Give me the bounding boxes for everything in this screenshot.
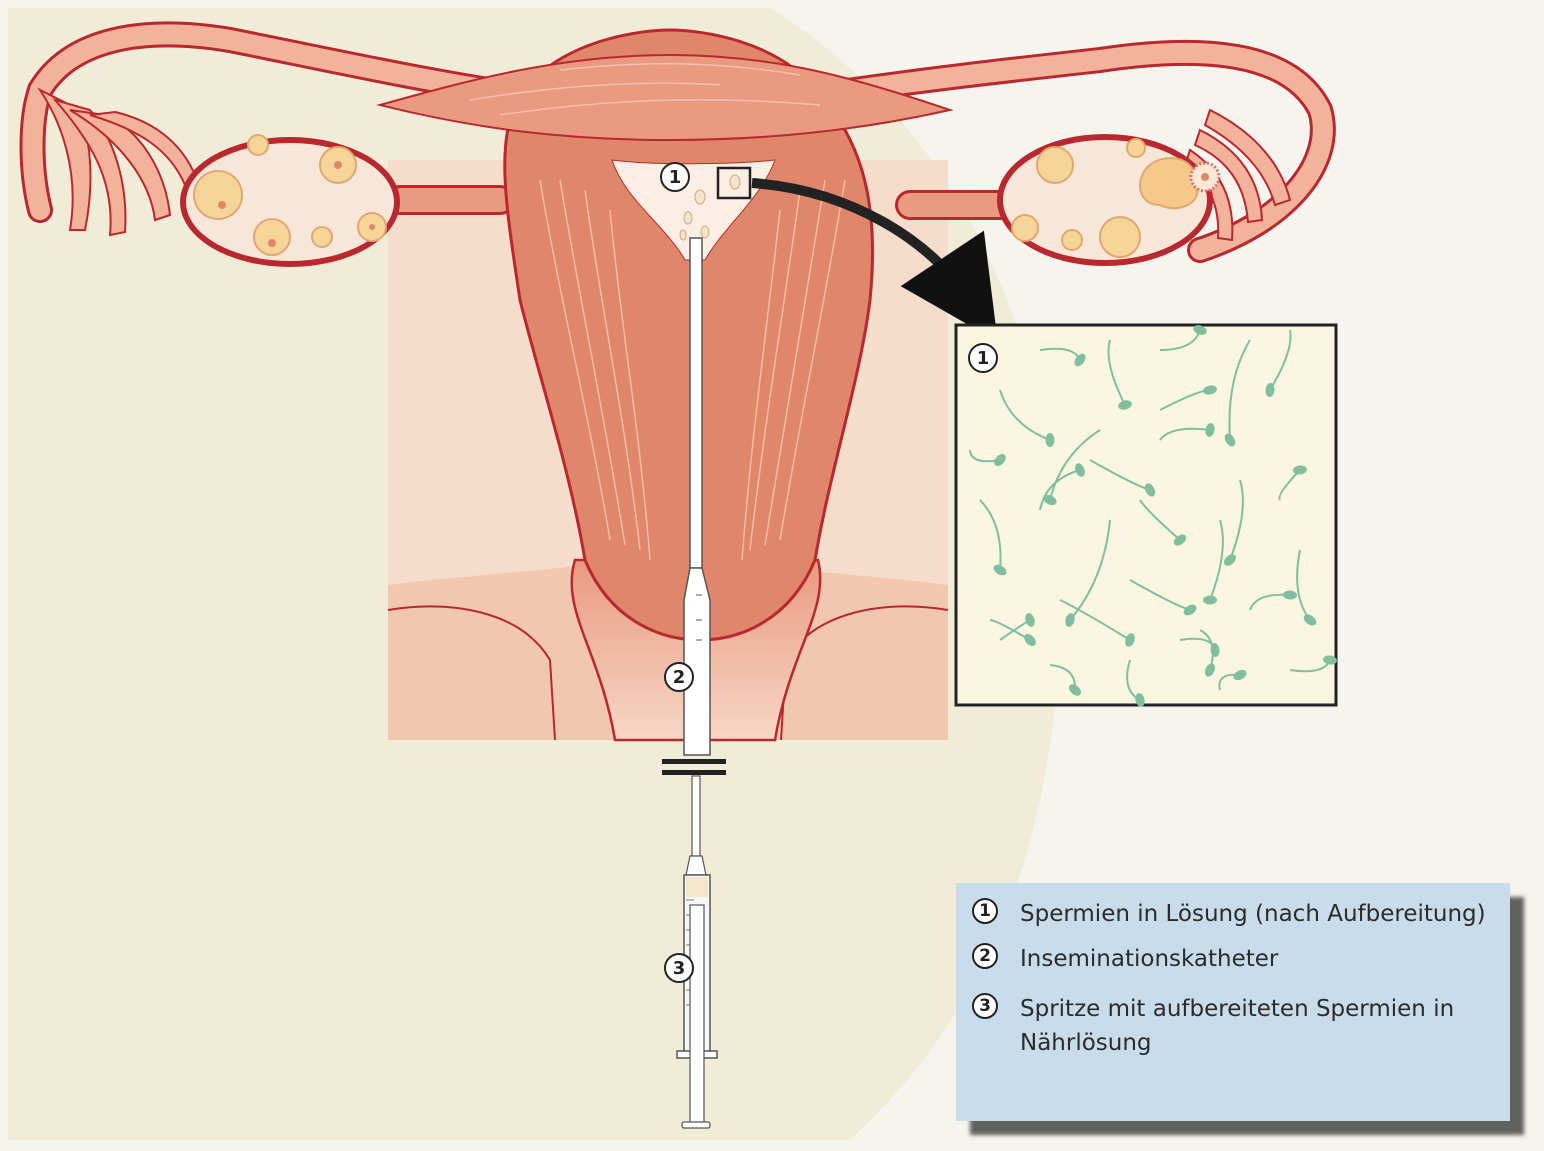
legend-text-2: Inseminationskatheter	[1020, 942, 1490, 976]
legend-box: 1 Spermien in Lösung (nach Aufbereitung)…	[956, 883, 1510, 1121]
marker-3-label: 3	[673, 958, 686, 979]
legend-text-3: Spritze mit aufbereiteten Spermien in Nä…	[1020, 992, 1490, 1060]
marker-2-label: 2	[673, 667, 686, 688]
legend-item-3: 3 Spritze mit aufbereiteten Spermien in …	[972, 992, 1490, 1060]
marker-1: 1	[660, 162, 690, 192]
sperm-head	[1046, 433, 1055, 447]
legend-item-1: 1 Spermien in Lösung (nach Aufbereitung)	[972, 897, 1490, 931]
marker-1-label: 1	[669, 167, 682, 188]
legend-text-1: Spermien in Lösung (nach Aufbereitung)	[1020, 897, 1490, 931]
marker-3: 3	[664, 953, 694, 983]
marker-2: 2	[664, 662, 694, 692]
inset-marker-1-label: 1	[977, 348, 990, 369]
inset-marker-1: 1	[968, 343, 998, 373]
legend-item-2: 2 Inseminationskatheter	[972, 942, 1490, 976]
legend-number-1: 1	[972, 898, 998, 924]
legend-number-3: 3	[972, 993, 998, 1019]
magnified-inset	[956, 323, 1338, 707]
legend-number-2: 2	[972, 943, 998, 969]
